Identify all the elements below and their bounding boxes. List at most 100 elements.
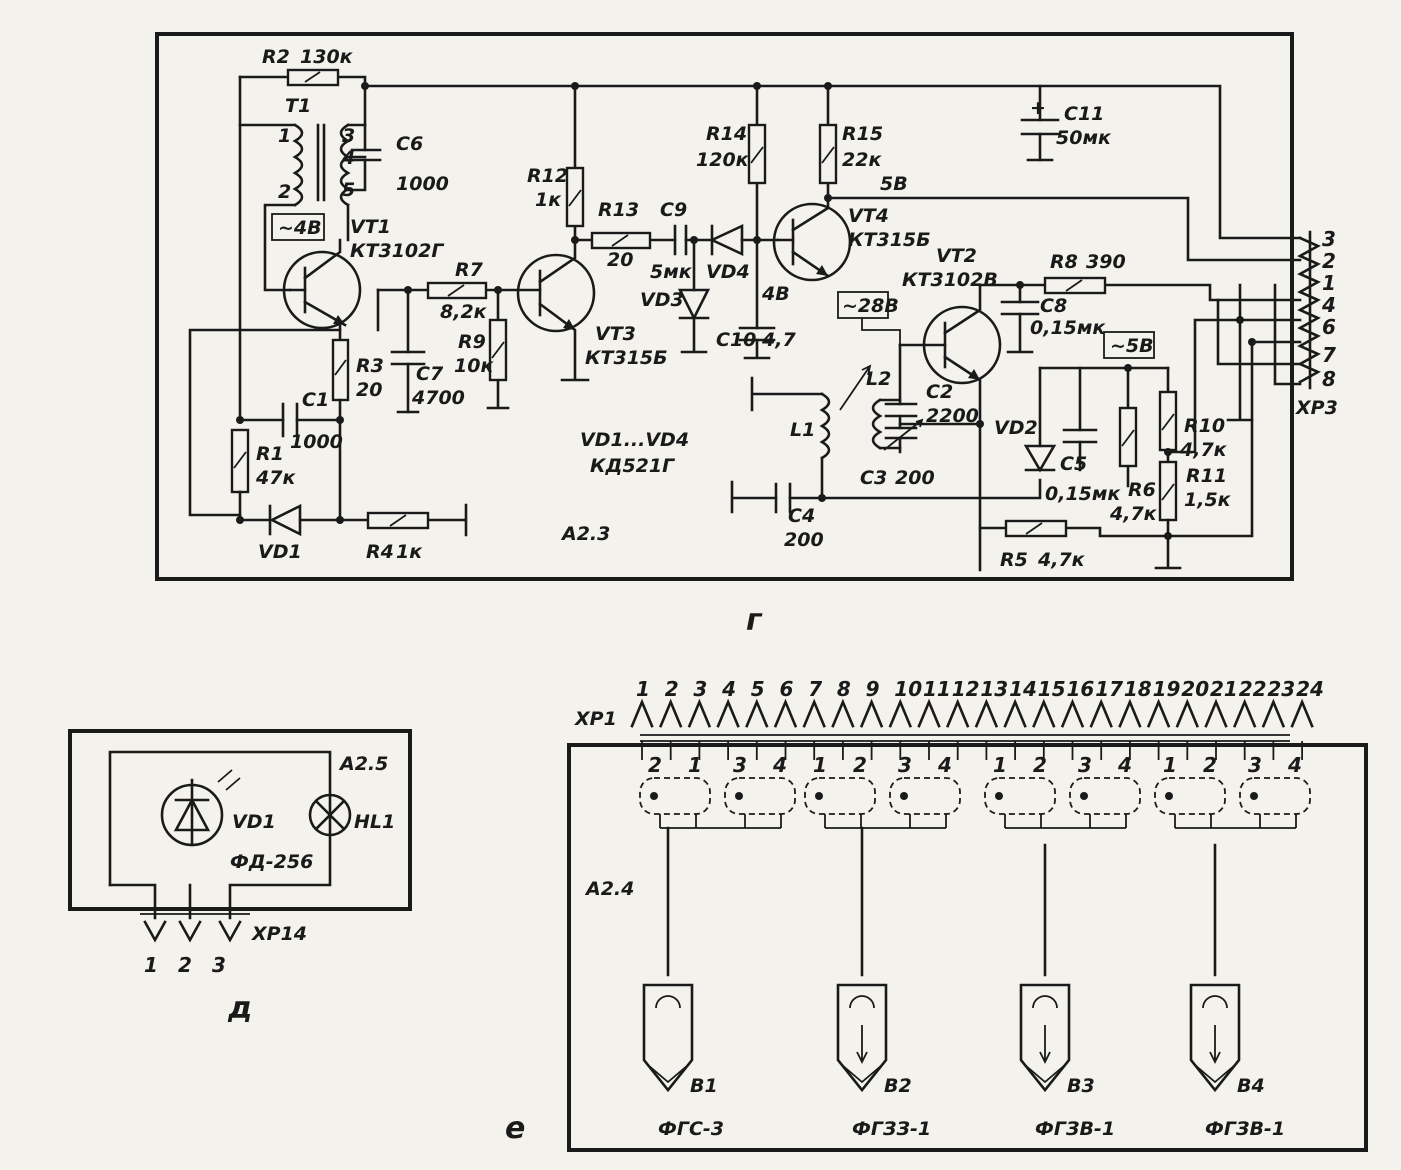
c6-ref: C6 — [396, 133, 423, 155]
socket-key — [650, 792, 658, 800]
xp1-pin-contact — [1089, 698, 1113, 728]
r3-value: 20 — [356, 379, 382, 401]
r6-resistor: R6 4,7к — [1109, 364, 1158, 525]
r2-ref: R2 — [262, 46, 290, 68]
c4-capacitor: C4 200 — [730, 478, 1042, 551]
vd2-voltage: ~5В — [1110, 335, 1154, 357]
xp1-pin-label: 24 — [1296, 677, 1324, 701]
c2-value: 2200 — [926, 405, 979, 427]
c7-capacitor: C7 4700 — [390, 288, 465, 414]
panel-d-frame — [68, 729, 412, 911]
xp1-pin-label: 2 — [665, 677, 679, 701]
c6-capacitor: C6 1000 — [346, 123, 449, 195]
c1-capacitor: C1 1000 — [236, 389, 344, 453]
vt2-type: КТ3102В — [902, 269, 998, 291]
r14-value: 120к — [696, 149, 750, 171]
module-a2-4: А2.4 — [584, 878, 634, 900]
xp1-pin-contact — [630, 698, 654, 728]
r12-ref: R12 — [527, 165, 568, 187]
xp1-pin-label: 13 — [980, 677, 1008, 701]
xp1-pin-label: 23 — [1267, 677, 1295, 701]
lamp-ref: HL1 — [354, 811, 395, 833]
vt1-transistor: ~4В VT1 КТ3102Г — [271, 213, 444, 330]
vd1-diode: VD1 — [236, 503, 344, 563]
socket-outline — [1154, 777, 1226, 815]
r11-resistor: R11 1,5к — [1154, 460, 1232, 570]
sensor-arrow — [1039, 1025, 1051, 1065]
r11-ref: R11 — [1186, 465, 1227, 487]
xp1-ref: XP1 — [574, 708, 617, 730]
r7-ref: R7 — [455, 259, 484, 281]
sensor-body — [1189, 983, 1241, 1093]
r6-value: 4,7к — [1109, 503, 1158, 525]
xp3-pin-6: 6 — [1322, 315, 1336, 339]
xp14-pin-2: 2 — [178, 953, 192, 977]
sensor-body — [836, 983, 888, 1093]
socket-pin-label: 2 — [1203, 753, 1217, 777]
socket-key — [1165, 792, 1173, 800]
sensor-ref: В2 — [884, 1075, 912, 1097]
c7-ref: C7 — [416, 363, 444, 385]
r12-resistor: R12 1к — [527, 84, 585, 244]
xp1-pin-label: 10 — [894, 677, 922, 701]
xp1-pin-contact — [802, 698, 826, 728]
xp1-pin-label: 22 — [1239, 677, 1267, 701]
l1-inductor: L1 — [750, 376, 831, 502]
xp1-pin-label: 14 — [1009, 677, 1037, 701]
xp1-pin-contact — [1060, 698, 1085, 728]
c9-ref: C9 — [660, 199, 687, 221]
sensor-type: ФГЗЗ-1 — [852, 1118, 931, 1140]
sensor-tip — [1024, 1064, 1066, 1084]
c8-capacitor: C8 0,15мк — [1000, 283, 1106, 354]
xp1-pin-label: 4 — [721, 677, 736, 701]
xp1-pin-label: 3 — [693, 677, 707, 701]
xp3-bus-wires — [1166, 283, 1302, 538]
sensor-body — [1019, 983, 1071, 1093]
c6-value: 1000 — [396, 173, 449, 195]
xp1-pin-contact — [1233, 698, 1257, 728]
c3-value: 200 — [895, 467, 935, 489]
c8-ref: C8 — [1040, 295, 1067, 317]
socket-pin-label: 1 — [993, 753, 1007, 777]
xp1-pin-contact — [888, 698, 912, 728]
socket-pin-label: 1 — [813, 753, 827, 777]
sensor-tip — [1194, 1064, 1236, 1084]
diodes-note-type: КД521Г — [590, 455, 675, 477]
c1-value: 1000 — [290, 431, 343, 453]
r15-ref: R15 — [842, 123, 883, 145]
r7-value: 8,2к — [440, 301, 488, 323]
photodiode-type: ФД-256 — [230, 851, 313, 873]
socket-outline — [1069, 777, 1141, 815]
sensor-tip — [841, 1064, 883, 1084]
xp1-pin-label: 16 — [1067, 677, 1095, 701]
socket-lead — [1259, 814, 1297, 828]
xp1-pin-contact — [1175, 698, 1199, 728]
xp1-pin-label: 21 — [1210, 677, 1238, 701]
socket-lead — [744, 814, 782, 828]
t1-pin3: 3 — [342, 125, 355, 147]
vd2-ref: VD2 — [994, 417, 1038, 439]
vt3-transistor: VT3 КТ315Б — [516, 238, 668, 382]
c11-plus: + — [1030, 97, 1046, 119]
sensor-ref: В4 — [1237, 1075, 1265, 1097]
socket-lead — [1174, 814, 1212, 828]
xp1-pin-label: 1 — [636, 677, 650, 701]
socket-lead — [909, 814, 947, 828]
r8-value: 390 — [1086, 251, 1126, 273]
l2-inductor: L2 — [839, 364, 902, 450]
diodes-note-range: VD1...VD4 — [580, 429, 689, 451]
vd3-diode: VD3 — [640, 238, 711, 354]
socket-outline — [639, 777, 711, 815]
sensor-arc — [655, 995, 681, 1009]
vt4-transistor: 5В VT4 КТ315Б — [772, 173, 1302, 282]
socket-key — [1080, 792, 1088, 800]
c5-value: 0,15мк — [1045, 483, 1121, 505]
r14-ref: R14 — [706, 123, 747, 145]
socket-key — [995, 792, 1003, 800]
xp1-pin-label: 19 — [1153, 677, 1181, 701]
panel-g: R2 130к T1 1 2 3 4 5 C6 1000 — [155, 32, 1338, 581]
vt1-type: КТ3102Г — [350, 240, 444, 262]
xp1-pin-label: 11 — [923, 677, 951, 701]
